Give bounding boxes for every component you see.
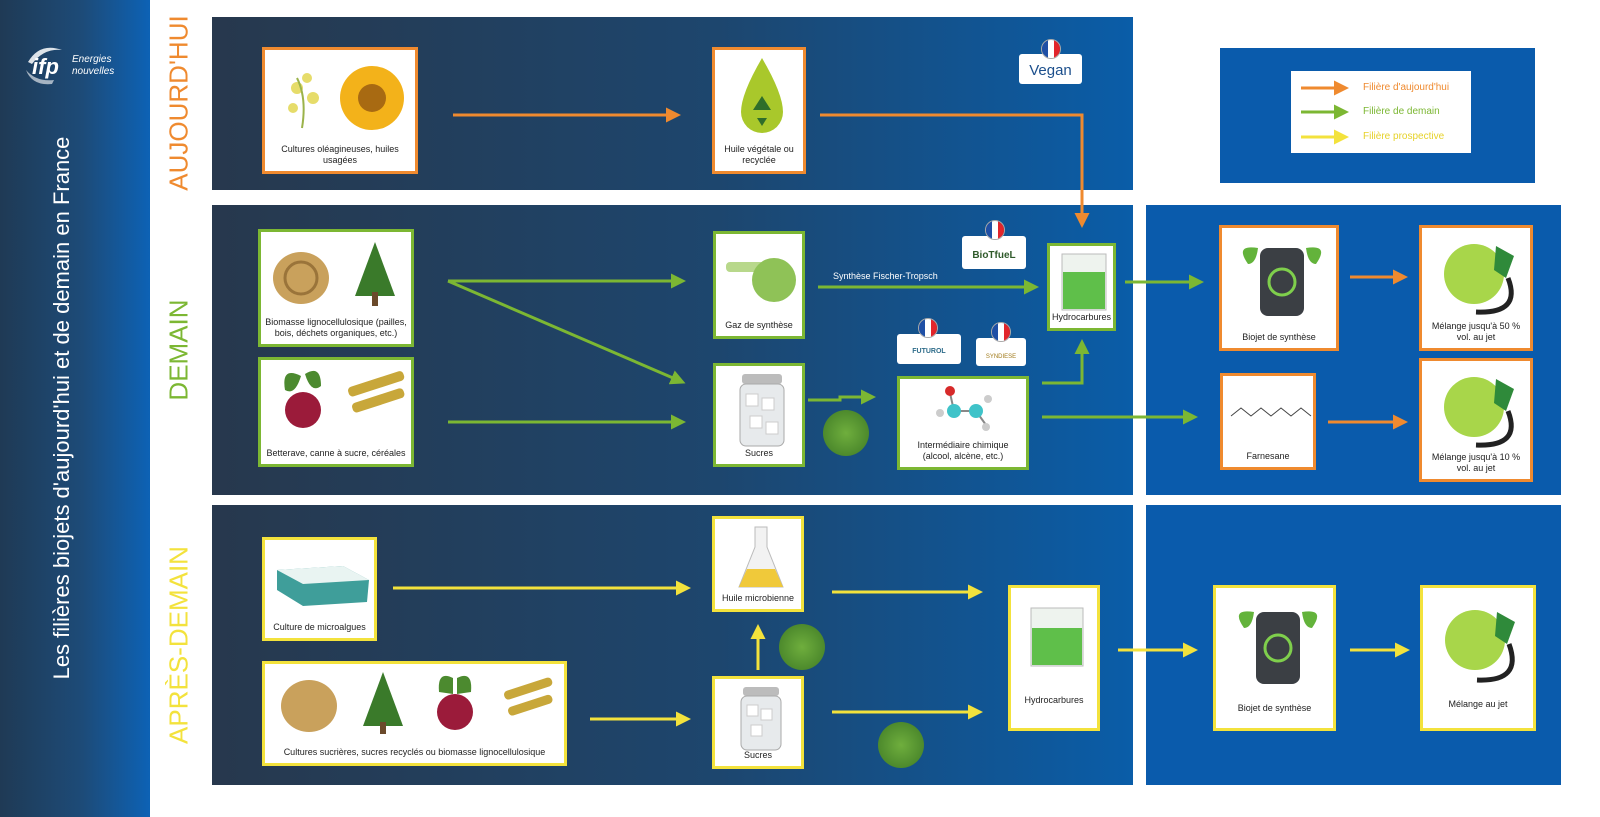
- fuel-barrel-icon: [1242, 247, 1322, 316]
- card-lignocellulosic: Biomasse lignocellulosique (pailles, boi…: [258, 229, 414, 347]
- caption-sugar-crops: Cultures sucrières, sucres recyclés ou b…: [283, 747, 546, 758]
- futurol-label: FUTUROL: [912, 348, 946, 355]
- french-flag-icon: [1041, 39, 1061, 59]
- arrow-ligno-to-sugars: [447, 279, 686, 385]
- straw-bale-tree-icon: [273, 242, 395, 306]
- caption-blend10: Mélange jusqu'à 10 % vol. au jet: [1431, 452, 1521, 474]
- farnesane-structure-icon: [1230, 407, 1312, 417]
- sidebar: [0, 0, 150, 817]
- logo-line1: Energies: [72, 54, 112, 65]
- caption-microbial-oil: Huile microbienne: [721, 593, 795, 604]
- vegan-badge: Vegan: [1019, 54, 1082, 84]
- fuel-nozzle-icon: [1445, 610, 1515, 683]
- logo-line2: nouvelles: [72, 66, 115, 77]
- sugar-jar-icon: [739, 374, 785, 447]
- caption-hydrocarbons: Hydrocarbures: [1052, 312, 1112, 323]
- legend-today: Filière d'aujourd'hui: [1363, 82, 1450, 93]
- biotfuel-badge: BioTfueL: [962, 236, 1026, 269]
- caption-chem-intermediate: Intermédiaire chimique (alcool, alcène, …: [917, 440, 1009, 462]
- ifpen-logo: ifp Energies nouvelles: [22, 40, 130, 90]
- syndiese-badge: SYNDIESE: [976, 338, 1026, 366]
- caption-oil-crops: Cultures oléagineuses, huiles usagées: [281, 144, 399, 166]
- legend-after: Filière prospective: [1363, 131, 1445, 142]
- caption-veg-oil: Huile végétale ou recyclée: [724, 144, 794, 166]
- beet-sugarcane-icon: [284, 370, 405, 428]
- fuel-nozzle-icon: [1444, 377, 1514, 448]
- fuel-nozzle-icon: [1444, 244, 1514, 315]
- microorganism-icon: [779, 624, 825, 670]
- card-microalgae: Culture de microalgues: [262, 537, 377, 641]
- caption-biojet-after: Biojet de synthèse: [1237, 703, 1312, 714]
- card-beet: Betterave, canne à sucre, céréales: [258, 357, 414, 467]
- syndiese-label: SYNDIESE: [985, 354, 1017, 360]
- card-sugars: Sucres: [713, 363, 805, 467]
- algae-pond-icon: [277, 566, 369, 606]
- logo-mark: ifp: [32, 54, 59, 79]
- microorganism-icon: [823, 410, 869, 456]
- card-microbial-oil: Huile microbienne: [712, 516, 804, 612]
- card-syngas: Gaz de synthèse: [713, 231, 805, 339]
- card-oil-crops: Cultures oléagineuses, huiles usagées: [262, 47, 418, 174]
- caption-microalgae: Culture de microalgues: [273, 622, 366, 633]
- beaker-icon: [1061, 253, 1107, 311]
- caption-farnesane: Farnesane: [1246, 451, 1290, 462]
- mixed-biomass-icon: [281, 672, 553, 734]
- french-flag-icon: [991, 322, 1011, 342]
- legend: Filière d'aujourd'hui Filière de demain …: [1291, 71, 1471, 153]
- beaker-icon: [1030, 607, 1084, 667]
- card-farnesane: Farnesane: [1220, 373, 1316, 470]
- card-blend10: Mélange jusqu'à 10 % vol. au jet: [1419, 358, 1533, 482]
- caption-biojet: Biojet de synthèse: [1242, 332, 1316, 343]
- caption-beet: Betterave, canne à sucre, céréales: [266, 448, 406, 459]
- arrow-intermediate-to-hydrocarbons: [1042, 339, 1090, 385]
- card-veg-oil: Huile végétale ou recyclée: [712, 47, 806, 174]
- molecule-icon: [936, 386, 992, 431]
- card-sugars-after: Sucres: [712, 676, 804, 769]
- arrow-vegoil-to-hydrocarbons: [820, 113, 1090, 228]
- card-blend-after: Mélange au jet: [1420, 585, 1536, 731]
- caption-hydrocarbons-after: Hydrocarbures: [1024, 695, 1084, 706]
- caption-sugars: Sucres: [744, 448, 773, 459]
- erlenmeyer-flask-icon: [738, 526, 784, 588]
- card-biojet-after: Biojet de synthèse: [1213, 585, 1336, 731]
- card-blend50: Mélange jusqu'à 50 % vol. au jet: [1419, 225, 1533, 351]
- legend-tomorrow: Filière de demain: [1363, 106, 1440, 117]
- recycled-oil-drop-icon: [741, 58, 783, 133]
- biotfuel-label: BioTfueL: [972, 250, 1016, 261]
- rapeseed-sunflower-icon: [288, 66, 404, 130]
- card-hydrocarbons: Hydrocarbures: [1047, 243, 1116, 331]
- futurol-badge: FUTUROL: [897, 334, 961, 364]
- card-sugar-crops: Cultures sucrières, sucres recyclés ou b…: [262, 661, 567, 766]
- french-flag-icon: [918, 318, 938, 338]
- sugar-jar-icon: [740, 687, 782, 751]
- caption-sugars-after: Sucres: [743, 750, 772, 761]
- card-chem-intermediate: Intermédiaire chimique (alcool, alcène, …: [897, 376, 1029, 470]
- fuel-barrel-icon: [1238, 611, 1318, 684]
- card-hydrocarbons-after: Hydrocarbures: [1008, 585, 1100, 731]
- arrow-sugars-to-intermediate: [808, 389, 876, 405]
- microorganism-icon: [878, 722, 924, 768]
- fischer-tropsch-label: Synthèse Fischer-Tropsch: [833, 271, 938, 281]
- caption-blend-after: Mélange au jet: [1448, 699, 1508, 710]
- caption-syngas: Gaz de synthèse: [725, 320, 793, 331]
- caption-blend50: Mélange jusqu'à 50 % vol. au jet: [1431, 321, 1521, 343]
- french-flag-icon: [985, 220, 1005, 240]
- caption-lignocellulosic: Biomasse lignocellulosique (pailles, boi…: [265, 317, 407, 339]
- vegan-label: Vegan: [1029, 62, 1072, 79]
- gas-flask-icon: [726, 258, 796, 302]
- card-biojet: Biojet de synthèse: [1219, 225, 1339, 351]
